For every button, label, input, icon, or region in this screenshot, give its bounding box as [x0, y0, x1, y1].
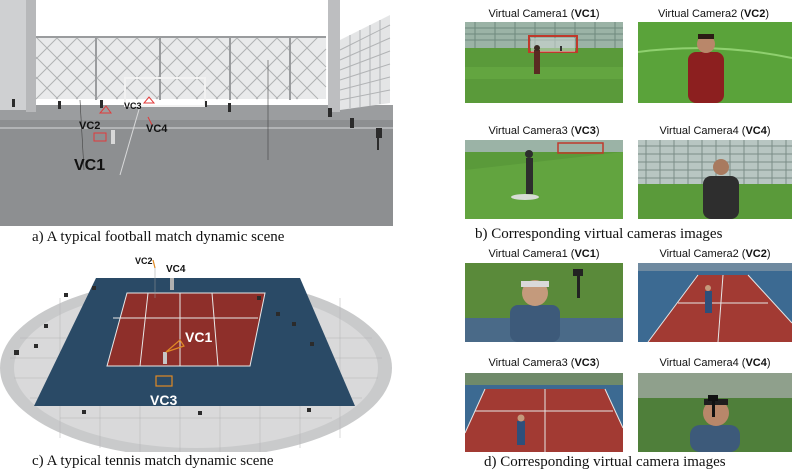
football-cameras-caption: b) Corresponding virtual cameras images [475, 226, 723, 242]
tennis-cameras-caption: d) Corresponding virtual camera images [484, 454, 726, 470]
tennis-cam1-title: Virtual Camera1 (VC1) [488, 248, 600, 260]
football-vc3-label: VC3 [124, 101, 142, 111]
football-cam3-image [465, 140, 623, 219]
tennis-vc3-label: VC3 [150, 392, 178, 408]
tennis-vc2-label: VC2 [135, 256, 153, 266]
tennis-scene-panel: VC2 VC4 VC1 VC3 [0, 248, 393, 452]
football-cam4-title: Virtual Camera4 (VC4) [659, 125, 771, 137]
tennis-cam1-image [465, 263, 623, 342]
football-scene-caption: a) A typical football match dynamic scen… [32, 229, 285, 245]
football-vc4-label: VC4 [146, 123, 168, 135]
football-cam4-image [638, 140, 792, 219]
tennis-cam4-image [638, 373, 792, 452]
tennis-cam3-image [465, 373, 623, 452]
football-vc1-label: VC1 [74, 157, 106, 174]
tennis-cam2-image [638, 263, 792, 342]
football-cam2-title: Virtual Camera2 (VC2) [657, 8, 770, 20]
football-cam3-title: Virtual Camera3 (VC3) [488, 125, 600, 137]
football-scene-panel: VC3 VC2 VC4 VC1 [0, 0, 393, 226]
tennis-vc4-label: VC4 [166, 264, 186, 275]
football-scene-render [0, 0, 393, 226]
football-cam2-image [638, 22, 792, 103]
tennis-vc1-label: VC1 [185, 329, 213, 345]
football-cam1-image [465, 22, 623, 103]
tennis-cam3-title: Virtual Camera3 (VC3) [488, 357, 600, 369]
tennis-cam4-title: Virtual Camera4 (VC4) [659, 357, 771, 369]
tennis-scene-caption: c) A typical tennis match dynamic scene [32, 453, 274, 469]
tennis-cam2-title: Virtual Camera2 (VC2) [659, 248, 771, 260]
football-cam1-title: Virtual Camera1 (VC1) [488, 8, 600, 20]
football-vc2-label: VC2 [79, 120, 101, 132]
